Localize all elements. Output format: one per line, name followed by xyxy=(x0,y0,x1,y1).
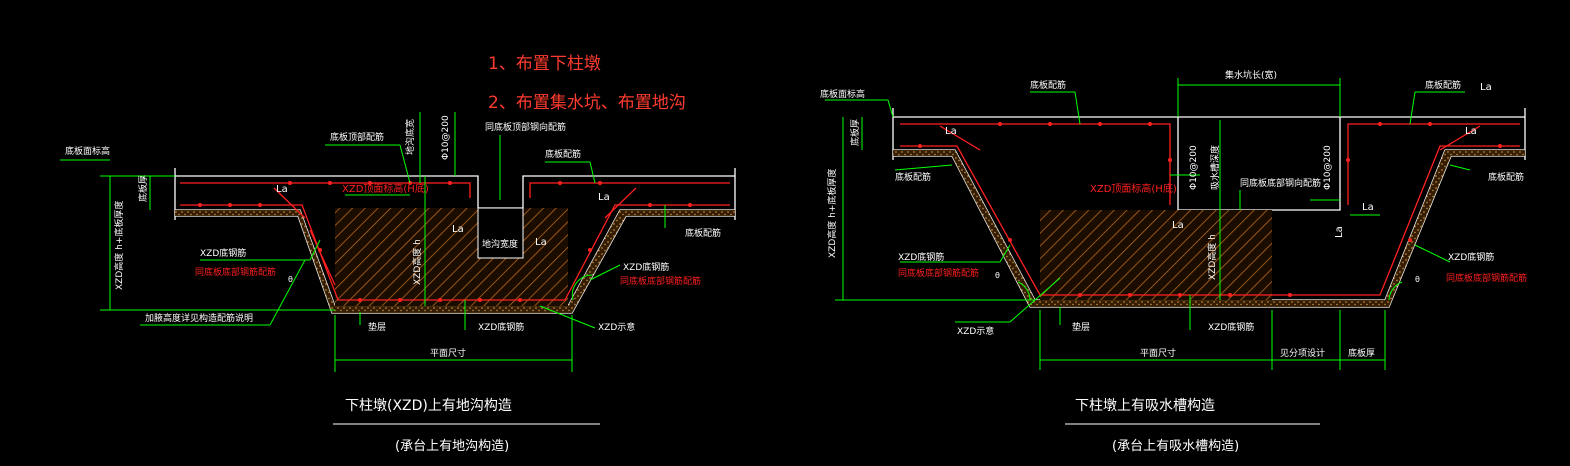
left-label-xzd-bottom-r2: 同底板底部钢筋配筋 xyxy=(620,275,701,287)
right-label-pit-depth: 吸水槽深度 xyxy=(1209,145,1221,190)
left-label-la-3: La xyxy=(452,224,464,235)
right-label-angle-r: θ xyxy=(1415,275,1420,284)
right-label-la-2: La xyxy=(1465,126,1477,137)
left-label-plan-size: 平面尺寸 xyxy=(430,347,466,359)
right-label-xzd-bottom-l2: 同底板底部钢筋配筋 xyxy=(898,267,979,279)
left-rebar xyxy=(180,182,730,301)
left-label-xzd-bottom-r: XZD底钢筋 xyxy=(623,261,669,273)
right-label-la-1: La xyxy=(945,126,957,137)
left-label-cushion: 垫层 xyxy=(368,321,386,333)
left-trench-void xyxy=(477,207,524,259)
right-label-la-5: La xyxy=(1334,226,1345,238)
right-label-slab-rebar-l: 底板配筋 xyxy=(1030,79,1066,91)
right-rebar-dots xyxy=(918,122,1502,297)
left-label-angle: θ xyxy=(288,275,293,284)
left-label-xzd-h: XZD高度 h xyxy=(411,239,423,285)
right-label-xzd-bottom-rebar: XZD底钢筋 xyxy=(1208,321,1254,333)
right-label-plan-size: 平面尺寸 xyxy=(1140,347,1176,359)
right-label-spacing-r: Φ10@200 xyxy=(1323,145,1333,190)
annotation-note-1: 1、布置下柱墩 xyxy=(488,54,601,74)
right-label-xzd-bottom-r: XZD底钢筋 xyxy=(1448,251,1494,263)
annotation-note-2: 2、布置集水坑、布置地沟 xyxy=(488,93,686,113)
left-label-xzd-bottom-rebar: XZD底钢筋 xyxy=(478,321,524,333)
left-label-slab-elev: 底板面标高 xyxy=(65,145,110,157)
right-label-angle-l: θ xyxy=(995,271,1000,280)
left-label-la-4: La xyxy=(535,237,547,248)
right-label-slab-rebar-r: 底板配筋 xyxy=(1425,79,1461,91)
left-label-xzd-bottom-l2: 同底板底部钢筋配筋 xyxy=(195,266,276,278)
left-label-xzd-bottom-l: XZD底钢筋 xyxy=(200,247,246,259)
right-label-pit-size: 集水坑长(宽) xyxy=(1225,69,1277,81)
left-label-trench-width: 地沟底宽 xyxy=(404,119,416,155)
right-label-xzd-total: XZD高度 h+底板厚度 xyxy=(826,169,838,258)
left-label-xzd-total: XZD高度 h+底板厚度 xyxy=(113,201,125,290)
left-label-slab-rebar-r: 底板配筋 xyxy=(685,227,721,239)
left-label-bottom-rebar-top: 底板配筋 xyxy=(545,148,581,160)
right-label-la-3: La xyxy=(1362,202,1374,213)
right-label-slab-elev: 底板面标高 xyxy=(820,88,865,100)
right-label-xzd-bottom-r2: 同底板底部钢筋配筋 xyxy=(1446,272,1527,284)
right-label-slab-rebar-r2: 底板配筋 xyxy=(1488,171,1524,183)
left-detail: 底板面标高 底板顶部配筋 地沟底宽 Φ10@200 同底板顶部钢向配筋 底板配筋… xyxy=(60,112,736,454)
right-detail: 底板面标高 底板配筋 集水坑长(宽) 底板配筋 La 底板厚 Φ10@200 吸… xyxy=(820,69,1527,454)
right-label-xzd-show: XZD示意 xyxy=(957,325,994,337)
right-label-cushion: 垫层 xyxy=(1072,321,1090,333)
right-label-same-rebar: 同底板底部钢向配筋 xyxy=(1240,177,1321,189)
right-dimensions xyxy=(825,78,1471,425)
right-label-slab-thk2: 底板厚 xyxy=(1348,347,1375,359)
left-label-haunch-note: 加腋高度详见构造配筋说明 xyxy=(145,312,253,324)
right-label-xzd-bottom-l: XZD底钢筋 xyxy=(898,251,944,263)
left-subtitle: (承台上有地沟构造) xyxy=(395,439,509,454)
left-label-xzd-top-elev: XZD顶面标高(H底) xyxy=(342,182,429,195)
right-label-slab-thk: 底板厚 xyxy=(849,119,861,146)
right-label-la-top: La xyxy=(1480,82,1492,93)
right-rebar xyxy=(900,123,1520,296)
left-dimensions xyxy=(60,112,666,425)
left-label-la-1: La xyxy=(276,184,288,195)
right-xzd-hatch xyxy=(1040,210,1272,300)
right-subtitle: (承台上有吸水槽构造) xyxy=(1112,439,1239,454)
right-label-la-4: La xyxy=(1172,220,1184,231)
right-label-see-design: 见分项设计 xyxy=(1280,347,1325,359)
left-title: 下柱墩(XZD)上有地沟构造 xyxy=(345,398,512,414)
right-title: 下柱墩上有吸水槽构造 xyxy=(1075,398,1215,414)
left-label-same-rebar: 同底板顶部钢向配筋 xyxy=(485,121,566,133)
left-label-xzd-show: XZD示意 xyxy=(598,321,635,333)
right-label-xzd-h: XZD高度 h xyxy=(1206,234,1218,280)
left-label-trench: 地沟宽度 xyxy=(482,238,518,250)
left-label-slab-thk: 底板厚 xyxy=(137,175,149,202)
left-label-la-2: La xyxy=(598,192,610,203)
left-rebar-dots xyxy=(198,181,692,302)
right-label-xzd-top-elev: XZD顶面标高(H底) xyxy=(1090,182,1177,195)
right-label-spacing-l: Φ10@200 xyxy=(1189,145,1199,190)
left-label-slab-top-rebar: 底板顶部配筋 xyxy=(330,131,384,143)
left-xzd-hatch xyxy=(335,208,568,306)
right-label-slab-rebar-l2: 底板配筋 xyxy=(895,171,931,183)
left-label-spacing: Φ10@200 xyxy=(441,115,451,160)
